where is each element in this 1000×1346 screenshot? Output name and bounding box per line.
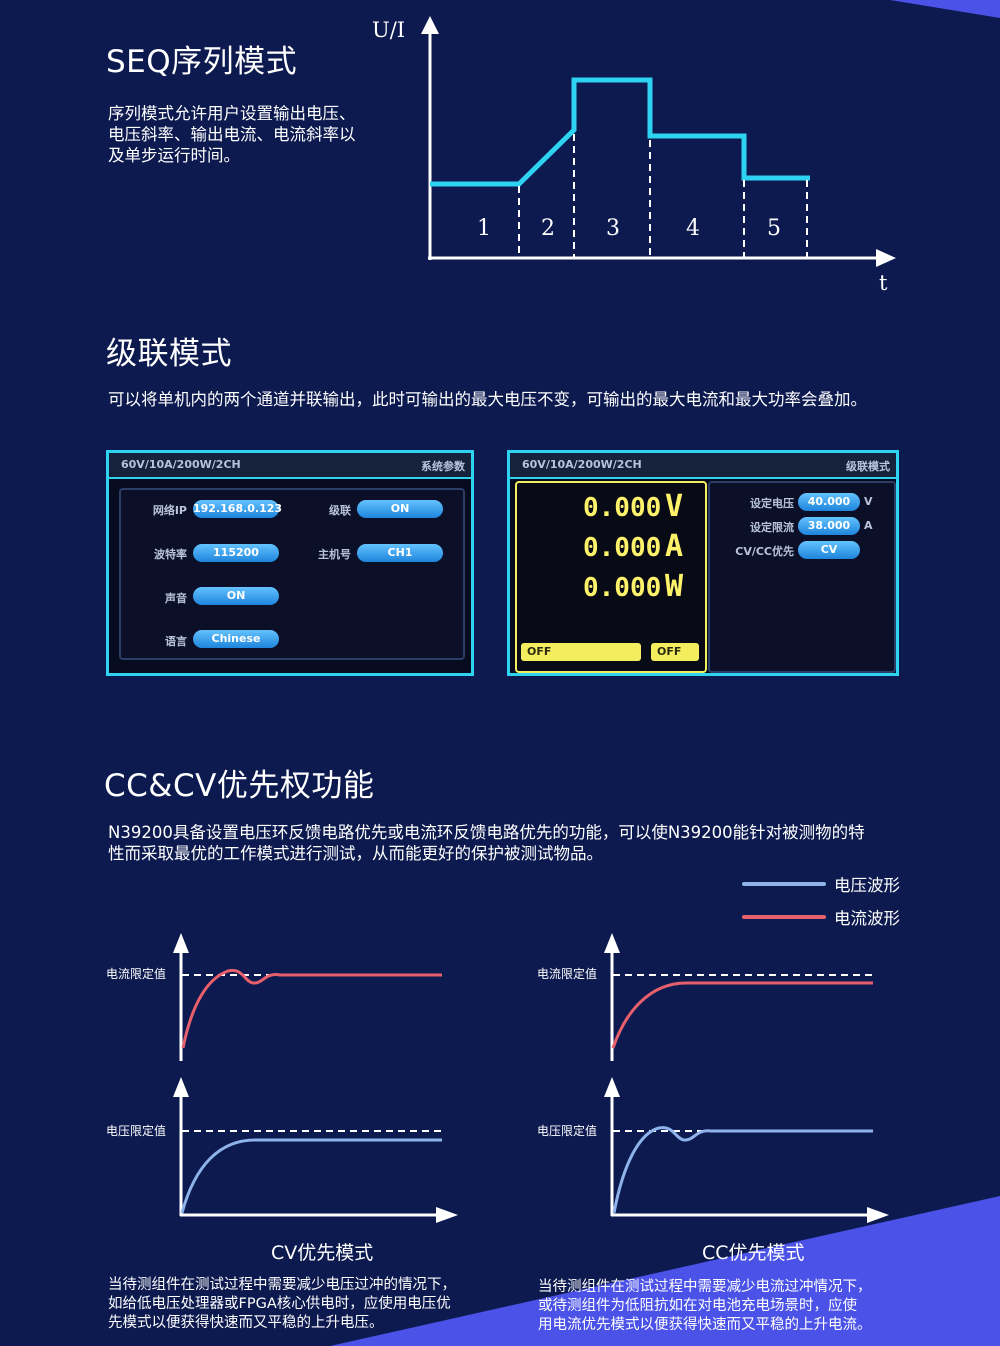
seq-x-label: t xyxy=(879,271,888,295)
cc-desc-line: 用电流优先模式以便获得快速而又平稳的上升电流。 xyxy=(538,1317,872,1333)
cv-current-axis-arrow xyxy=(173,933,189,953)
legend-voltage-swatch xyxy=(742,882,826,886)
cc-mode-description: 当待测组件在测试过程中需要减少电流过冲情况下， 或待测组件为低阻抗如在对电池充电… xyxy=(538,1278,958,1335)
panel-model: 60V/10A/200W/2CH xyxy=(121,458,241,471)
cascade-title: 级联模式 xyxy=(106,336,232,372)
output-off-button-1[interactable]: OFF xyxy=(521,643,641,661)
seq-step-label: 4 xyxy=(686,216,700,241)
param-language-field[interactable]: Chinese xyxy=(193,630,279,648)
cc-voltage-limit-label: 电压限定值 xyxy=(537,1123,597,1138)
setting-voltage-field[interactable]: 40.000 xyxy=(798,493,860,511)
voltage-unit: V xyxy=(665,489,684,524)
param-ip-field[interactable]: 192.168.0.123 xyxy=(193,500,282,518)
param-label-language: 语言 xyxy=(165,635,187,648)
cccv-desc-line: N39200具备设置电压环反馈电路优先或电流环反馈电路优先的功能，可以使N392… xyxy=(108,823,865,842)
cv-mode-title: CV优先模式 xyxy=(271,1242,374,1264)
panel-header: 60V/10A/200W/2CH 级联模式 xyxy=(510,453,896,479)
cc-voltage-waveform xyxy=(612,1126,873,1214)
cccv-desc-line: 性而采取最优的工作模式进行测试，从而能更好的保护被测试物品。 xyxy=(108,844,603,863)
cv-desc-line: 先模式以便获得快速而又平稳的上升电压。 xyxy=(108,1315,384,1331)
setting-label-voltage: 设定电压 xyxy=(750,497,794,510)
decor-corner-bottom xyxy=(330,1196,1000,1346)
seq-description: 序列模式允许用户设置输出电压、 电压斜率、输出电流、电流斜率以 及单步运行时间。 xyxy=(108,103,408,166)
cascade-mode-panel: 60V/10A/200W/2CH 级联模式 0.000 V 0.000 A 0.… xyxy=(507,450,899,676)
legend-current-swatch xyxy=(742,915,826,919)
seq-diagram: U/I t 1 2 3 4 5 xyxy=(372,16,896,295)
cccv-description: N39200具备设置电压环反馈电路优先或电流环反馈电路优先的功能，可以使N392… xyxy=(108,822,988,864)
cv-voltage-limit-label: 电压限定值 xyxy=(106,1123,166,1138)
legend-voltage-label: 电压波形 xyxy=(834,876,900,895)
setting-label-priority: CV/CC优先 xyxy=(735,545,794,558)
output-off-button-2[interactable]: OFF xyxy=(651,643,699,661)
voltage-readout: 0.000 xyxy=(583,493,662,523)
cccv-title: CC&CV优先权功能 xyxy=(104,768,375,804)
seq-step-label: 1 xyxy=(477,216,491,241)
seq-y-arrow xyxy=(421,16,439,34)
waveform-legend: 电压波形 电流波形 xyxy=(742,870,942,930)
cv-voltage-waveform xyxy=(180,1138,442,1214)
panel-model: 60V/10A/200W/2CH xyxy=(522,458,642,471)
current-readout: 0.000 xyxy=(583,533,662,563)
cc-priority-diagram: 电流限定值 电压限定值 时间 xyxy=(537,933,889,1223)
power-unit: W xyxy=(665,569,684,604)
param-sound-field[interactable]: ON xyxy=(193,587,279,605)
seq-step-label: 2 xyxy=(541,216,555,241)
cv-voltage-axis-arrow xyxy=(173,1077,189,1097)
setting-voltage-unit: V xyxy=(864,495,873,508)
setting-priority-field[interactable]: CV xyxy=(798,541,860,559)
legend-current-label: 电流波形 xyxy=(834,909,900,928)
seq-desc-line: 及单步运行时间。 xyxy=(108,146,240,165)
cv-current-waveform xyxy=(181,968,442,1049)
seq-title: SEQ序列模式 xyxy=(106,44,298,80)
cv-desc-line: 如给低电压处理器或FPGA核心供电时，应使用电压优 xyxy=(108,1296,451,1312)
cc-desc-line: 当待测组件在测试过程中需要减少电流过冲情况下， xyxy=(538,1279,872,1295)
readout-area: 0.000 V 0.000 A 0.000 W OFF OFF xyxy=(515,481,707,673)
panel-tab-cascade-mode[interactable]: 级联模式 xyxy=(846,460,890,473)
cc-current-axis-arrow xyxy=(604,933,620,953)
param-master-field[interactable]: CH1 xyxy=(357,544,443,562)
param-label-sound: 声音 xyxy=(165,592,187,605)
param-label-baud: 波特率 xyxy=(154,548,187,561)
panel-header: 60V/10A/200W/2CH 系统参数 xyxy=(109,453,471,479)
seq-step-label: 3 xyxy=(606,216,620,241)
seq-desc-line: 电压斜率、输出电流、电流斜率以 xyxy=(108,125,356,144)
seq-y-label: U/I xyxy=(372,18,405,42)
param-cascade-field[interactable]: ON xyxy=(357,500,443,518)
setting-current-field[interactable]: 38.000 xyxy=(798,517,860,535)
seq-waveform xyxy=(430,77,810,187)
param-label-master: 主机号 xyxy=(318,548,351,561)
cc-current-limit-label: 电流限定值 xyxy=(537,966,597,981)
seq-desc-line: 序列模式允许用户设置输出电压、 xyxy=(108,104,356,123)
params-area: 网络IP 192.168.0.123 波特率 115200 声音 ON 语言 C… xyxy=(119,488,465,660)
cv-current-limit-label: 电流限定值 xyxy=(106,966,166,981)
cv-time-axis-arrow xyxy=(436,1207,458,1223)
param-label-ip: 网络IP xyxy=(152,504,187,517)
cc-current-waveform xyxy=(611,981,873,1049)
cc-voltage-axis-arrow xyxy=(604,1077,620,1097)
system-params-panel: 60V/10A/200W/2CH 系统参数 网络IP 192.168.0.123… xyxy=(106,450,474,676)
param-label-cascade: 级联 xyxy=(329,504,351,517)
cv-desc-line: 当待测组件在测试过程中需要减少电压过冲的情况下， xyxy=(108,1277,456,1293)
decor-corner-top xyxy=(890,0,1000,18)
cv-priority-diagram: 电流限定值 电压限定值 时间 xyxy=(106,933,458,1223)
cv-mode-description: 当待测组件在测试过程中需要减少电压过冲的情况下， 如给低电压处理器或FPGA核心… xyxy=(108,1276,508,1333)
cc-time-axis-arrow xyxy=(867,1207,889,1223)
cc-mode-title: CC优先模式 xyxy=(702,1242,805,1264)
panel-tab-system-params[interactable]: 系统参数 xyxy=(421,460,465,473)
settings-area: 设定电压 40.000 V 设定限流 38.000 A CV/CC优先 CV xyxy=(708,481,896,673)
setting-current-unit: A xyxy=(864,519,873,532)
power-readout: 0.000 xyxy=(583,573,662,603)
cascade-description: 可以将单机内的两个通道并联输出，此时可输出的最大电压不变，可输出的最大电流和最大… xyxy=(108,390,867,409)
seq-step-label: 5 xyxy=(767,216,781,241)
param-baud-field[interactable]: 115200 xyxy=(193,544,279,562)
seq-x-arrow xyxy=(876,249,896,267)
current-unit: A xyxy=(665,529,684,564)
cc-desc-line: 或待测组件为低阻抗如在对电池充电场景时，应使 xyxy=(538,1298,857,1314)
setting-label-current: 设定限流 xyxy=(750,521,794,534)
